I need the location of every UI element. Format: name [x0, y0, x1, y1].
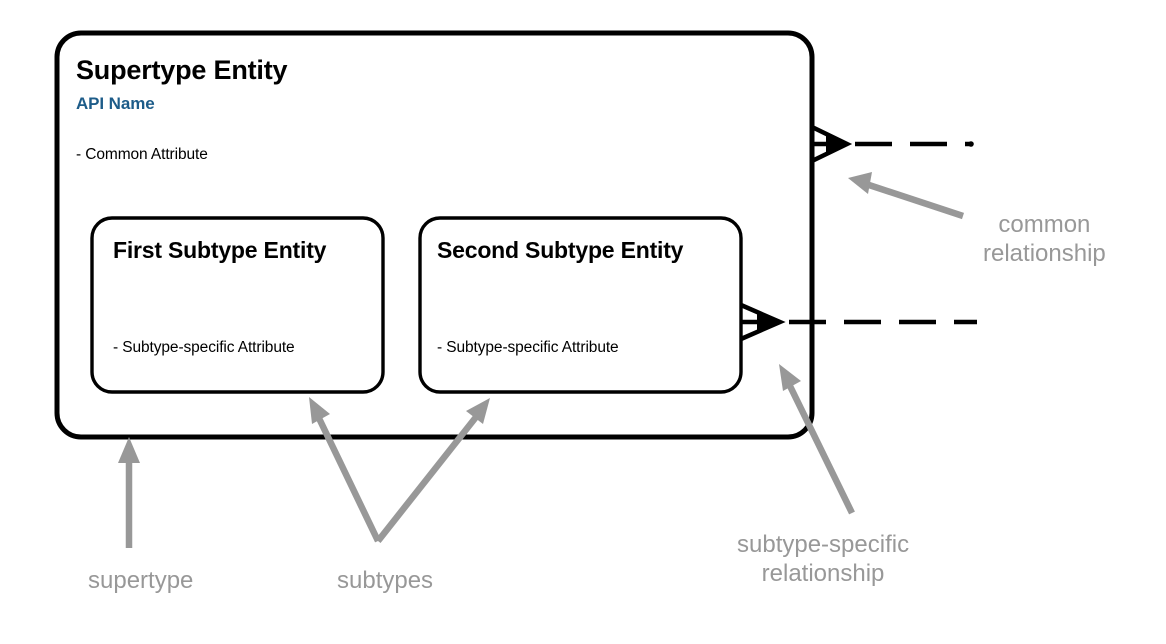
- subtype-specific-relationship-callout-arrow: [779, 364, 855, 515]
- callout-arrows-layer: [118, 172, 965, 548]
- supertype-callout-arrow: [118, 437, 140, 548]
- subtype-specific-relationship-connector[interactable]: [740, 302, 977, 342]
- supertype-common-attribute: - Common Attribute: [76, 146, 208, 163]
- common-relationship-line-end-dot: [968, 141, 974, 147]
- callout-label-supertype: supertype: [88, 567, 194, 594]
- callout-label-subtype-specific-relationship: subtype-specific relationship: [737, 531, 910, 588]
- second-subtype-attribute: - Subtype-specific Attribute: [437, 339, 619, 356]
- common-relationship-callout-arrow: [848, 172, 965, 220]
- subtypes-callout-arrow-left: [309, 397, 381, 543]
- supertype-api-name: API Name: [76, 94, 155, 113]
- subtypes-callout-arrow-right: [375, 398, 490, 544]
- first-subtype-entity-title: First Subtype Entity: [113, 237, 327, 263]
- first-subtype-attribute: - Subtype-specific Attribute: [113, 339, 295, 356]
- common-relationship-connector[interactable]: [811, 124, 974, 164]
- subtype-relationship-crows-foot-fill: [757, 312, 783, 332]
- first-subtype-entity-box[interactable]: [90, 216, 385, 394]
- callout-label-common-relationship: common relationship: [983, 211, 1106, 268]
- common-relationship-crows-foot-fill: [826, 134, 850, 154]
- supertype-entity-title: Supertype Entity: [76, 55, 288, 85]
- second-subtype-entity-title: Second Subtype Entity: [437, 237, 684, 263]
- callout-label-subtypes: subtypes: [337, 567, 434, 594]
